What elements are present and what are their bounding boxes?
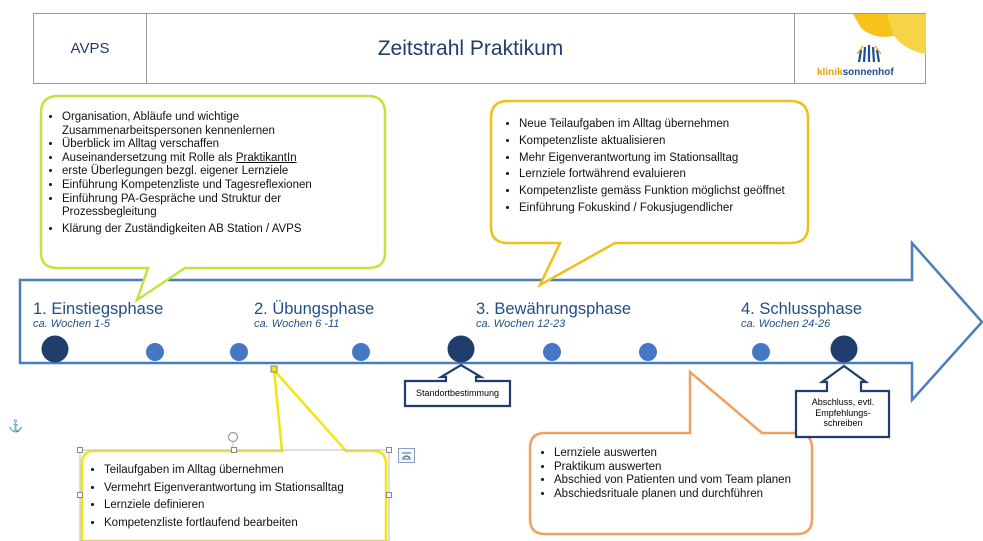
phase-uebung: 2. Übungsphase ca. Wochen 6 -11 xyxy=(254,300,374,330)
list-item: erste Überlegungen bezgl. eigener Lernzi… xyxy=(62,165,378,179)
list-item: Teilaufgaben im Alltag übernehmen xyxy=(104,463,382,478)
resize-handle[interactable] xyxy=(386,492,392,498)
page-title: Zeitstrahl Praktikum xyxy=(377,36,564,60)
anchor-icon: ⚓ xyxy=(8,419,23,433)
timeline-dot xyxy=(230,343,248,361)
callout-uebung-shape xyxy=(80,366,388,541)
list-item: Praktikum auswerten xyxy=(554,461,802,475)
resize-handle[interactable] xyxy=(77,447,83,453)
company-logo: kliniksonnenhof xyxy=(795,14,926,83)
phase-title: 2. Übungsphase xyxy=(254,300,375,318)
callout-einstieg: Organisation, Abläufe und wichtige Zusam… xyxy=(48,111,378,236)
callout-bewaehrung-shape xyxy=(489,99,810,289)
sun-logo-icon xyxy=(853,14,926,63)
logo-text: kliniksonnenhof xyxy=(817,67,894,78)
list-item: Lernziele auswerten xyxy=(554,447,802,461)
timeline-dot xyxy=(752,343,770,361)
list-item: Lernziele fortwährend evaluieren xyxy=(519,167,805,182)
phase-weeks: ca. Wochen 1-5 xyxy=(33,318,111,330)
phase-title: 4. Schlussphase xyxy=(741,300,863,318)
header-left-label: AVPS xyxy=(70,40,110,57)
timeline-dot xyxy=(352,343,370,361)
timeline-dot-large xyxy=(41,335,69,363)
list-item: Mehr Eigenverantwortung im Stationsallta… xyxy=(519,151,805,166)
list-item: Kompetenzliste fortlaufend bearbeiten xyxy=(104,516,382,531)
resize-handle[interactable] xyxy=(77,492,83,498)
timeline-dot xyxy=(543,343,561,361)
phase-bewaehrung: 3. Bewährungsphase ca. Wochen 12-23 xyxy=(476,300,631,330)
list-item: Abschied von Patienten und vom Team plan… xyxy=(554,474,802,488)
marker-standort-label: Standortbestimmung xyxy=(415,388,500,398)
list-item: Organisation, Abläufe und wichtige Zusam… xyxy=(62,111,378,138)
timeline-arrow xyxy=(18,239,983,404)
phase-title: 1. Einstiegsphase xyxy=(33,300,164,318)
timeline-dot-large xyxy=(830,335,858,363)
phase-weeks: ca. Wochen 12-23 xyxy=(476,318,566,330)
list-item: Kompetenzliste gemäss Funktion möglichst… xyxy=(519,184,805,199)
callout-einstieg-shape xyxy=(39,94,387,304)
timeline-dot xyxy=(146,343,164,361)
adjust-handle xyxy=(270,365,278,373)
phase-weeks: ca. Wochen 24-26 xyxy=(741,318,831,330)
header-divider xyxy=(794,14,795,83)
marker-abschluss-label: Abschluss, evtl. Empfehlungs-schreiben xyxy=(811,397,875,428)
callout-bewaehrung: Neue Teilaufgaben im Alltag übernehmen K… xyxy=(505,117,805,216)
timeline-dot-large xyxy=(447,335,475,363)
resize-handle[interactable] xyxy=(386,447,392,453)
phase-schluss: 4. Schlussphase ca. Wochen 24-26 xyxy=(741,300,862,330)
list-item: Einführung PA-Gespräche und Struktur der… xyxy=(62,193,378,220)
phase-title: 3. Bewährungsphase xyxy=(476,300,632,318)
phase-weeks: ca. Wochen 6 -11 xyxy=(254,318,340,330)
list-item: Vermehrt Eigenverantwortung im Stationsa… xyxy=(104,481,382,496)
marker-standort-shape xyxy=(403,363,512,408)
resize-handle[interactable] xyxy=(231,447,237,453)
list-item: Kompetenzliste aktualisieren xyxy=(519,134,805,149)
rotate-handle xyxy=(227,431,239,443)
header-divider xyxy=(146,14,147,83)
list-item: Einführung Fokuskind / Fokusjugendlicher xyxy=(519,201,805,216)
timeline-dot xyxy=(639,343,657,361)
list-item: Lernziele definieren xyxy=(104,498,382,513)
list-item: Neue Teilaufgaben im Alltag übernehmen xyxy=(519,117,805,132)
list-item: Auseinandersetzung mit Rolle als Praktik… xyxy=(62,152,378,166)
header-box: AVPS Zeitstrahl Praktikum kliniksonnenho… xyxy=(33,13,926,84)
marker-abschluss-shape xyxy=(794,364,891,439)
layout-options-icon[interactable] xyxy=(398,448,415,463)
list-item: Überblick im Alltag verschaffen xyxy=(62,138,378,152)
callout-uebung: Teilaufgaben im Alltag übernehmen Vermeh… xyxy=(90,463,382,530)
callout-schluss: Lernziele auswerten Praktikum auswerten … xyxy=(540,447,802,501)
phase-einstieg: 1. Einstiegsphase ca. Wochen 1-5 xyxy=(33,300,163,330)
list-item: Abschiedsrituale planen und durchführen xyxy=(554,488,802,502)
list-item: Einführung Kompetenzliste und Tagesrefle… xyxy=(62,179,378,193)
list-item: Klärung der Zuständigkeiten AB Station /… xyxy=(62,223,378,237)
